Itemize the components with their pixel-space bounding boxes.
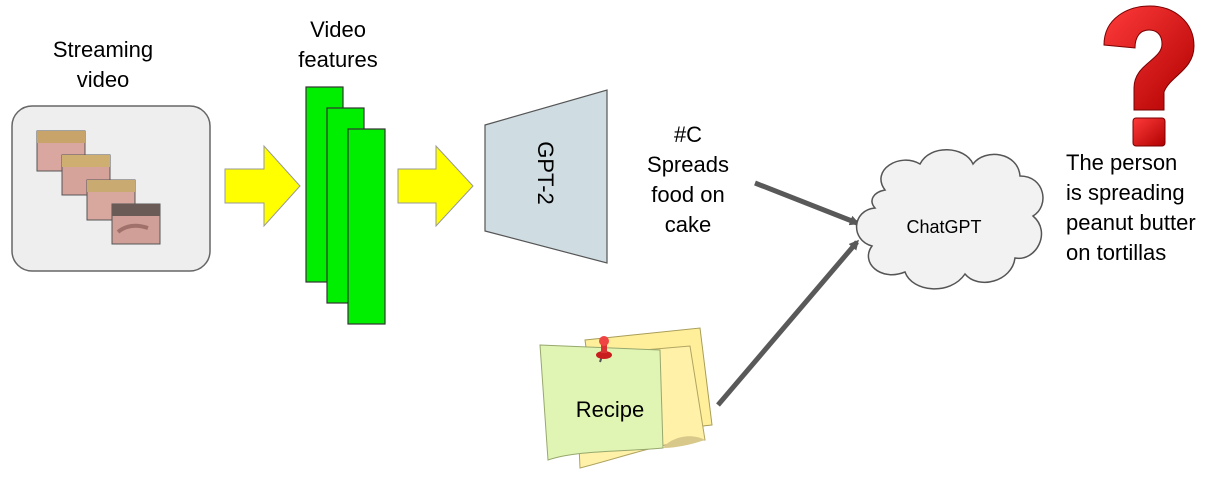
chatgpt-label: ChatGPT [906,217,982,237]
caption-label: #C Spreads food on cake [647,122,729,237]
push-pin-icon [596,336,612,363]
recipe-label: Recipe [575,397,645,422]
chatgpt-cloud [855,149,1044,290]
feature-stack [305,86,386,325]
flow-arrow-1 [224,144,301,228]
question-mark-icon [1103,5,1195,147]
gpt2-label: GPT-2 [533,141,558,205]
answer-label: The person is spreading peanut butter on… [1066,150,1196,265]
recipe-to-chatgpt-arrow [716,239,859,407]
video-frames [36,130,161,245]
video-features-label: Video features [298,17,378,72]
gpt2-block [484,89,608,264]
flow-arrow-2 [397,144,474,228]
caption-to-chatgpt-arrow [754,180,860,226]
streaming-video-label: Streaming video [52,37,154,92]
recipe-notes [539,327,713,469]
